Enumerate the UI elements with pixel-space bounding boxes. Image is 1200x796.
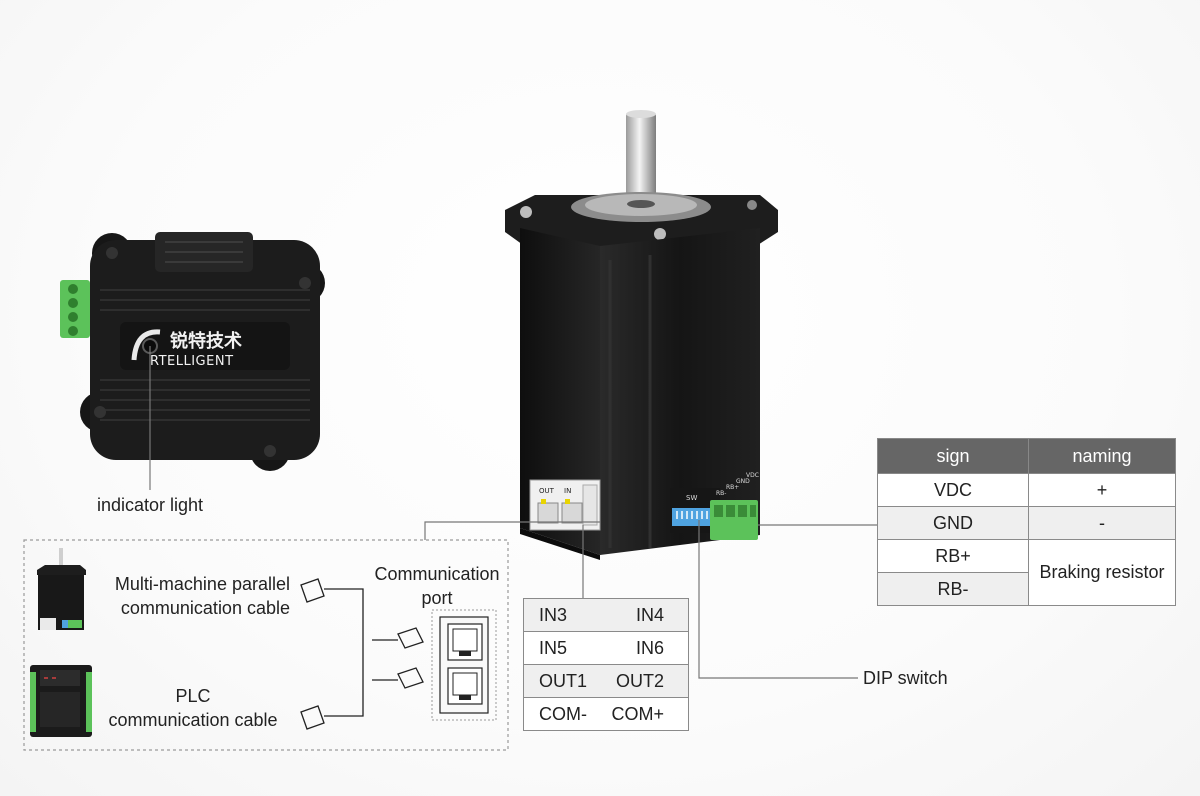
plc-cable-connector-icon <box>300 705 348 730</box>
sign-cell: VDC <box>877 473 1029 507</box>
parallel-cable-connector-icon <box>300 578 348 603</box>
naming-cell: - <box>1028 506 1176 540</box>
terminal-label-gnd: GND <box>736 478 750 485</box>
motor-image: OUT IN SW RB- RB+ G <box>505 110 778 560</box>
cable-box <box>23 539 509 751</box>
sign-cell: RB- <box>877 572 1029 606</box>
table-row: IN3 IN4 <box>523 598 690 632</box>
io-cell: COM+ <box>598 697 690 731</box>
sign-cell: RB+ <box>877 539 1029 573</box>
cable-bracket <box>348 588 364 717</box>
motor-shaft <box>626 112 656 207</box>
table-row: GND - <box>877 506 1176 540</box>
motor-body <box>600 228 760 555</box>
comm-port-leader <box>424 521 600 540</box>
table-row: RB- <box>877 572 1176 606</box>
terminal-label-rb-minus: RB- <box>716 490 726 497</box>
drive-unit-image: 锐特技术 RTELLIGENT <box>60 232 325 471</box>
io-pin-table: IN3 IN4 IN5 IN6 OUT1 OUT2 COM- COM+ <box>523 598 690 731</box>
communication-port-label-line1: Communication <box>374 564 500 584</box>
table-row: COM- COM+ <box>523 697 690 731</box>
plc-cable-label-line1: PLC <box>175 686 211 706</box>
switch-label: SW <box>686 494 697 502</box>
io-cell: OUT2 <box>598 664 690 698</box>
parallel-cable-label-line2: communication cable <box>120 598 290 618</box>
communication-port-label-line2: port <box>421 588 453 608</box>
terminal-label-rb-plus: RB+ <box>726 484 739 491</box>
parallel-cable-label-line1: Multi-machine parallel <box>114 574 290 594</box>
indicator-light-label: indicator light <box>96 495 204 515</box>
port-out-label: OUT <box>539 487 555 495</box>
table-row: VDC + <box>877 473 1176 507</box>
parallel-cable-label: Multi-machine parallel communication cab… <box>70 572 290 620</box>
sign-cell: GND <box>877 506 1029 540</box>
plc-cable-label: PLC communication cable <box>95 684 291 732</box>
brand-name-en: RTELLIGENT <box>150 354 234 369</box>
communication-port-icon <box>431 609 497 721</box>
io-cell: OUT1 <box>523 664 599 698</box>
sign-table-header: sign naming <box>877 438 1176 474</box>
naming-cell: + <box>1028 473 1176 507</box>
table-row: IN5 IN6 <box>523 631 690 665</box>
io-cell: IN4 <box>598 598 690 632</box>
naming-header: naming <box>1028 438 1176 474</box>
plc-thumbnail <box>30 665 92 737</box>
port-plug-icon-2 <box>372 667 424 689</box>
brand-logo-icon <box>131 329 161 361</box>
communication-port-label: Communication port <box>364 562 510 610</box>
table-row: RB+ Braking resistor <box>877 539 1176 606</box>
drive-terminal-block <box>60 280 90 338</box>
motor-power-terminal: RB- RB+ GND VDC <box>710 472 759 540</box>
sign-header: sign <box>877 438 1029 474</box>
io-cell: IN3 <box>523 598 599 632</box>
naming-cell: Braking resistor <box>1028 539 1176 606</box>
table-row: OUT1 OUT2 <box>523 664 690 698</box>
dip-switch-leader <box>698 520 858 679</box>
io-cell: IN6 <box>598 631 690 665</box>
io-cell: IN5 <box>523 631 599 665</box>
brand-name-cn: 锐特技术 <box>170 330 242 352</box>
terminal-label-vdc: VDC <box>746 472 759 479</box>
port-plug-icon-1 <box>372 627 424 649</box>
sign-naming-table: sign naming VDC + GND - RB+ Braking resi… <box>877 438 1176 606</box>
port-in-label: IN <box>564 487 571 495</box>
plc-cable-label-line2: communication cable <box>108 710 278 730</box>
io-cell: COM- <box>523 697 599 731</box>
dip-switch-label: DIP switch <box>863 668 948 688</box>
small-motor-thumbnail <box>37 548 86 630</box>
